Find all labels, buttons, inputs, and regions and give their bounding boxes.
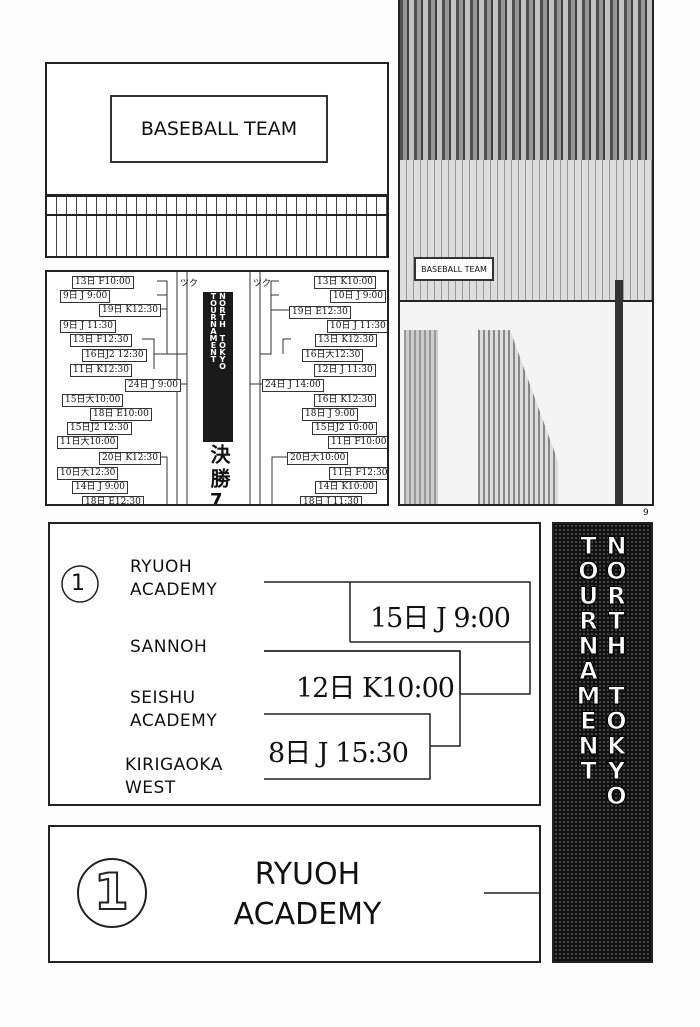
bracket-match-label: 13日 K12:30	[315, 334, 377, 347]
bracket-match-label: 15日J2 10:00	[312, 422, 377, 435]
bracket-match-label: 19日 E12:30	[289, 306, 351, 319]
bracket-match-label: 11日 K12:30	[70, 364, 132, 377]
bracket-match-label: 18日 E12:30	[82, 496, 144, 504]
bracket-match-label: 16日 K12:30	[314, 394, 376, 407]
bracket-match-label: 9日 J 9:00	[60, 290, 111, 303]
bracket-match-label: 13日 F10:00	[72, 276, 134, 289]
panel-sign: BASEBALL TEAM	[45, 62, 389, 258]
bracket-match-label: 13日 K10:00	[314, 276, 376, 289]
building-sign: BASEBALL TEAM	[414, 257, 494, 281]
bracket-match-label: 24日 J 14:00	[262, 379, 324, 392]
bracket-match-label: 11日 F12:30	[329, 467, 387, 480]
sign-text: BASEBALL TEAM	[140, 118, 298, 140]
final-number: 7	[210, 490, 223, 506]
trees	[400, 0, 652, 160]
tournament-banner-small: NORTH TOKYO TOURNAMENT	[203, 292, 233, 442]
seed-circle	[77, 858, 539, 928]
bracket-match-label: 10日大12:30	[57, 467, 119, 480]
building-sign-text: BASEBALL TEAM	[421, 264, 487, 274]
match-time-2: 12日 K10:00	[296, 673, 455, 704]
ledge-2	[47, 214, 387, 216]
side-note-left: ツク	[180, 279, 199, 289]
bracket-match-label: 24日 J 9:00	[125, 379, 181, 392]
match-time-1: 15日 J 9:00	[370, 603, 511, 634]
bracket-match-label: 20日大10:00	[287, 452, 349, 465]
bracket-match-label: 18日 J 11:30	[300, 496, 362, 504]
bracket-match-label: 20日 K12:30	[99, 452, 161, 465]
bracket-match-label: 15日大10:00	[62, 394, 124, 407]
final-label: 決勝	[207, 444, 231, 492]
side-tournament-banner: NORTH TOKYO TOURNAMENT	[552, 522, 653, 963]
bracket-match-label: 11日 F10:00	[328, 436, 387, 449]
bracket-match-label: 18日 E10:00	[90, 408, 152, 421]
bracket-match-label: 15日J2 12:30	[67, 422, 132, 435]
side-note-right: ツク	[253, 279, 272, 289]
bracket-match-label: 11日大10:00	[57, 436, 119, 449]
bracket-match-label: 14日 J 9:00	[72, 481, 128, 494]
bracket-match-label: 10日 J 9:00	[330, 290, 386, 303]
pillar	[615, 280, 623, 504]
banner-text: NORTH TOKYO TOURNAMENT	[209, 292, 227, 369]
bracket-match-label: 18日 J 9:00	[302, 408, 358, 421]
wall-texture	[47, 194, 387, 256]
bracket-match-label: 9日 J 11:30	[60, 320, 116, 333]
match-time-3: 8日 J 15:30	[268, 738, 409, 769]
bracket-match-label: 19日 K12:30	[99, 304, 161, 317]
bracket-match-label: 14日 K10:00	[315, 481, 377, 494]
page-number: 9	[643, 508, 649, 518]
detail-bracket-lines	[61, 565, 531, 780]
panel-building: BASEBALL TEAM	[398, 0, 654, 506]
baseball-team-sign: BASEBALL TEAM	[110, 95, 328, 163]
side-banner-text: NORTH TOKYO TOURNAMENT	[574, 532, 631, 808]
bracket-match-label: 16日大12:30	[302, 349, 364, 362]
bracket-match-label: 13日 F12:30	[70, 334, 132, 347]
seed-number: 1	[71, 571, 85, 596]
team-sannoh: SANNOH	[130, 637, 208, 657]
bracket-match-label: 12日 J 11:30	[314, 364, 376, 377]
ledge	[47, 194, 387, 197]
bracket-match-label: 16日J2 12:30	[82, 349, 147, 362]
seed-big-number: 1	[93, 862, 130, 922]
bracket-match-label: 10日 J 11:30	[327, 320, 387, 333]
door-left	[404, 330, 438, 504]
